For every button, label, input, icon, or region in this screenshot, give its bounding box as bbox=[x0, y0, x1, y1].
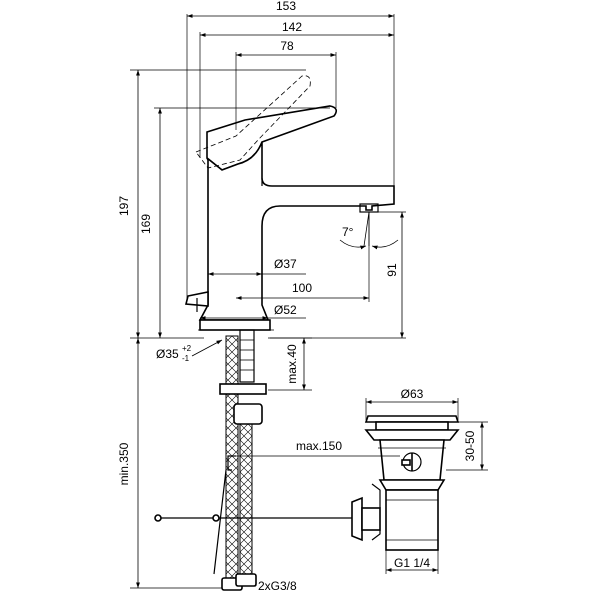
dim-max-150: max.150 bbox=[296, 439, 342, 453]
hose-connector-right bbox=[235, 573, 257, 587]
dim-max-40: max.40 bbox=[285, 344, 299, 384]
lever-handle bbox=[206, 105, 338, 171]
dim-78: 78 bbox=[280, 39, 294, 53]
flex-hose-right bbox=[239, 423, 253, 579]
dim-g1-1-4: G1 1/4 bbox=[394, 556, 430, 570]
drain-cap bbox=[364, 415, 460, 423]
mounting-bracket bbox=[219, 383, 267, 395]
faucet-body bbox=[184, 105, 395, 331]
dim-100: 100 bbox=[292, 281, 312, 295]
dim-169: 169 bbox=[139, 214, 153, 234]
dim-hose-thread: 2xG3/8 bbox=[258, 579, 297, 593]
dim-hole-tol-minus: -1 bbox=[182, 354, 190, 363]
dim-142: 142 bbox=[282, 20, 302, 34]
dim-30-50: 30-50 bbox=[463, 430, 477, 461]
dim-hole-diameter: Ø35 bbox=[156, 347, 179, 361]
lever-open-position bbox=[195, 75, 311, 169]
dim-diameter-63: Ø63 bbox=[401, 387, 424, 401]
dim-hole-tol-plus: +2 bbox=[182, 344, 192, 353]
dim-91: 91 bbox=[385, 263, 399, 277]
base-plate bbox=[199, 319, 271, 331]
mounting-nut bbox=[233, 403, 263, 425]
waste-drain bbox=[154, 415, 460, 551]
linkage-nut bbox=[351, 496, 363, 542]
dim-153: 153 bbox=[276, 0, 296, 13]
dim-angle-7: 7° bbox=[342, 225, 354, 239]
dim-min-350: min.350 bbox=[117, 442, 131, 485]
dim-diameter-52: Ø52 bbox=[274, 303, 297, 317]
dim-197: 197 bbox=[117, 196, 131, 216]
mounting-kit bbox=[196, 298, 267, 591]
drain-tail bbox=[385, 489, 439, 551]
dim-diameter-37: Ø37 bbox=[274, 257, 297, 271]
